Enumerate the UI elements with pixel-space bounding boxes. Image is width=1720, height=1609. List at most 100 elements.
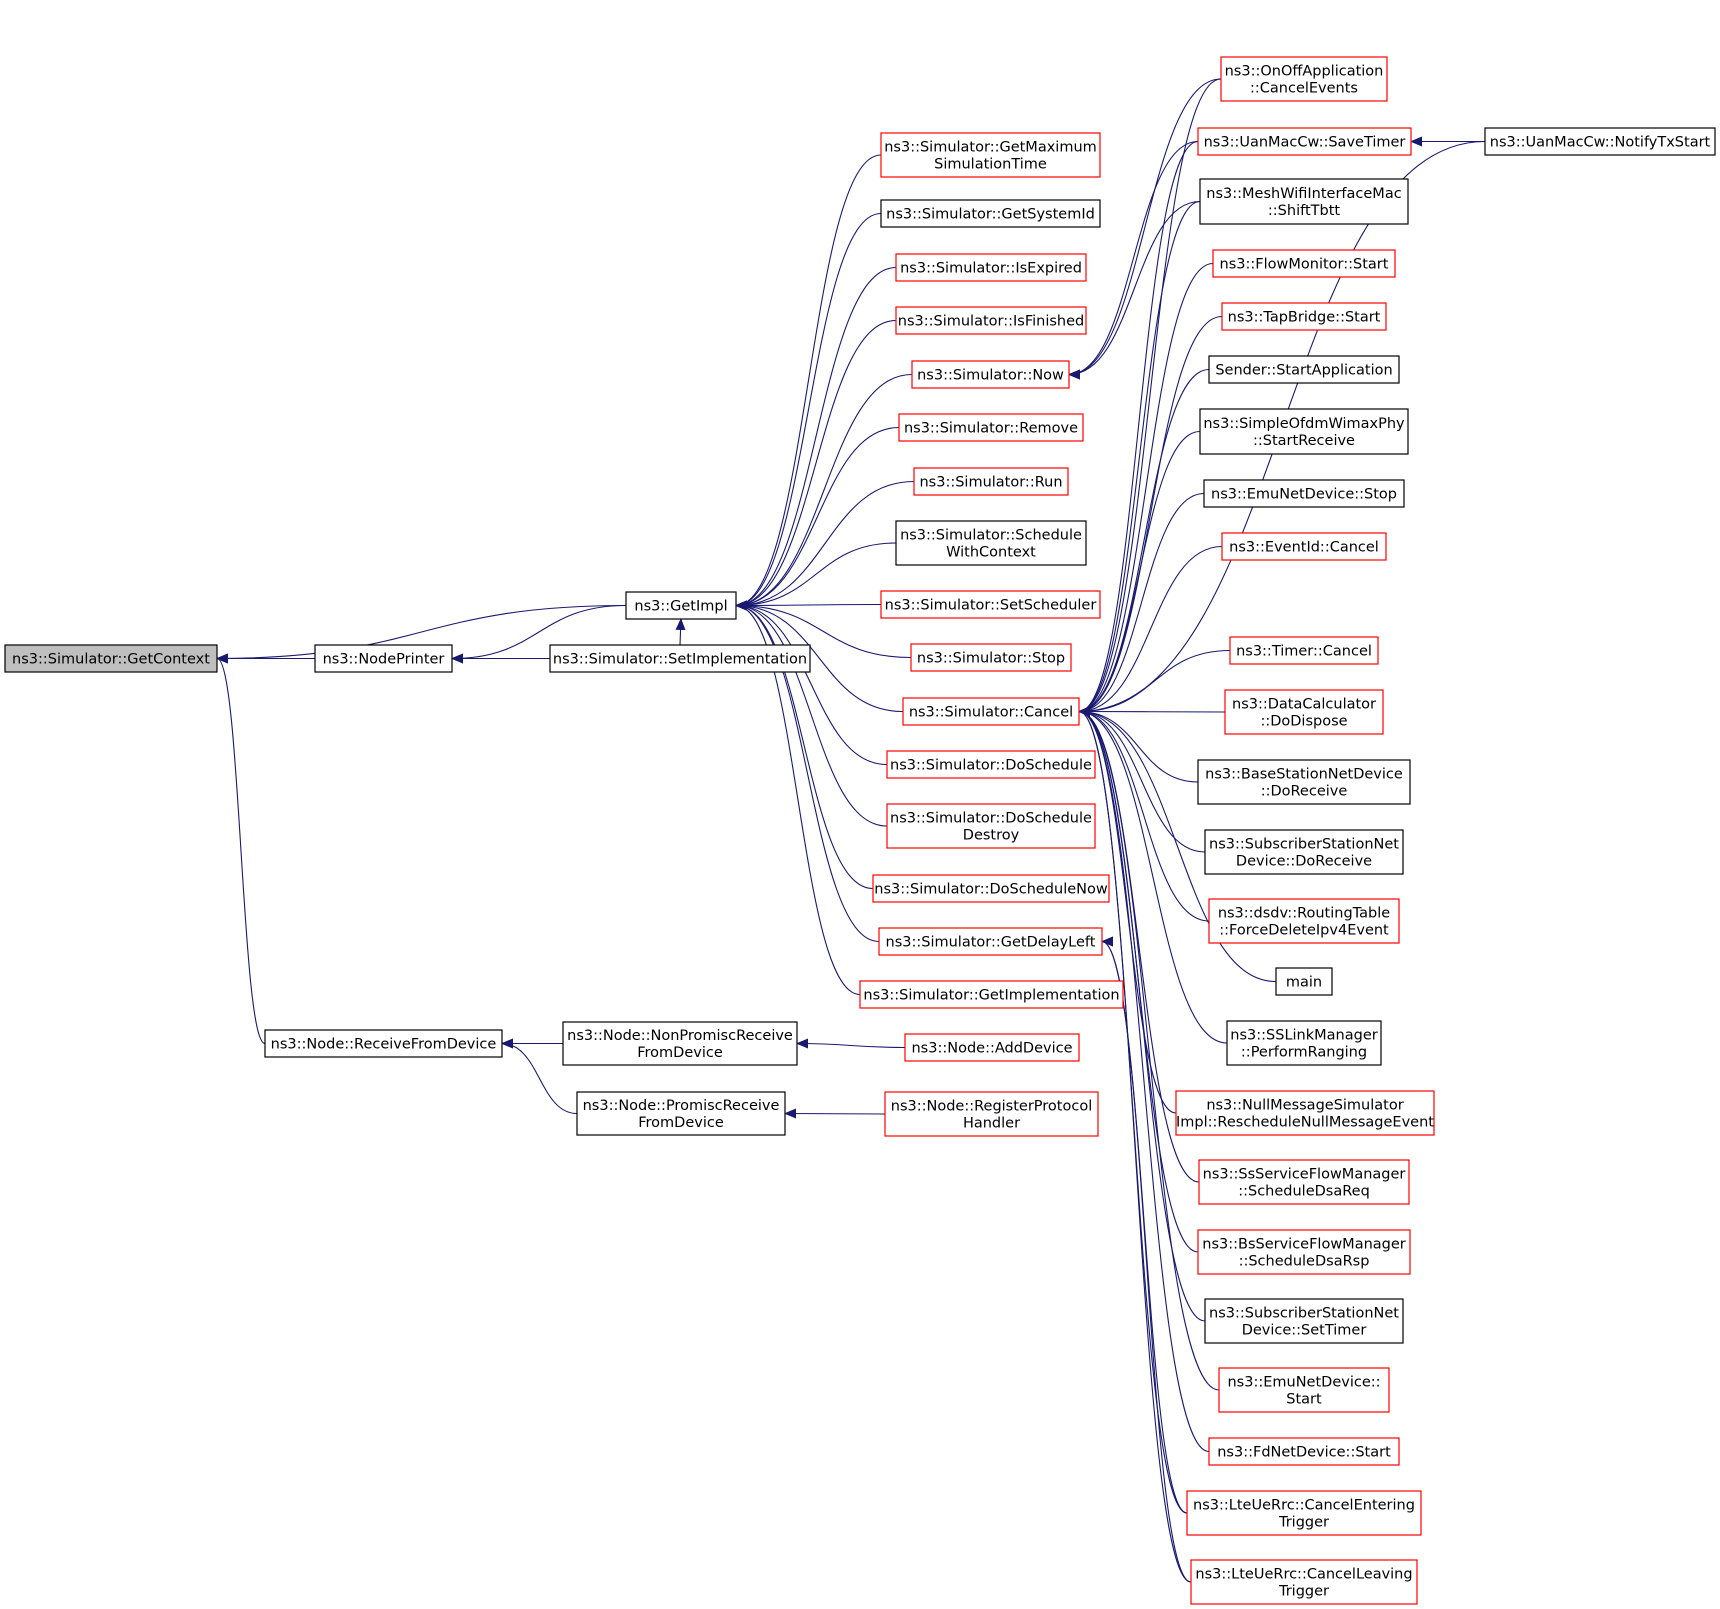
node-main[interactable]: main [1275,967,1333,996]
node-label-promiscreceive-0: ns3::Node::PromiscReceive [583,1098,780,1114]
node-bsservice[interactable]: ns3::BsServiceFlowManager::ScheduleDsaRs… [1197,1229,1411,1275]
node-label-sender-0: Sender::StartApplication [1215,363,1392,379]
edge-remove-to-getimpl [735,426,900,611]
node-sender[interactable]: Sender::StartApplication [1208,355,1400,384]
node-box-bsservice [1197,1229,1411,1275]
node-label-nullmsg-0: ns3::NullMessageSimulator [1206,1098,1403,1114]
node-doschedulenow[interactable]: ns3::Simulator::DoScheduleNow [872,874,1110,903]
node-label-getmaximum-0: ns3::Simulator::GetMaximum [884,140,1097,156]
node-eventid[interactable]: ns3::EventId::Cancel [1221,532,1387,561]
node-savetimer[interactable]: ns3::UanMacCw::SaveTimer [1197,127,1412,156]
node-label-setscheduler-0: ns3::Simulator::SetScheduler [885,598,1097,614]
node-subscriberrecv[interactable]: ns3::SubscriberStationNetDevice::DoRecei… [1204,829,1404,875]
node-timer[interactable]: ns3::Timer::Cancel [1229,636,1379,665]
edge-receivefromdevice-to-getcontext [216,653,266,1045]
node-box-getsystemid [880,199,1101,228]
node-box-now [911,360,1070,389]
node-sslink[interactable]: ns3::SSLinkManager::PerformRanging [1226,1020,1382,1066]
node-setscheduler[interactable]: ns3::Simulator::SetScheduler [880,590,1101,619]
node-remove[interactable]: ns3::Simulator::Remove [898,413,1084,442]
edge-dsdv-to-cancel [1078,706,1210,922]
node-subscribertimer[interactable]: ns3::SubscriberStationNetDevice::SetTime… [1204,1298,1404,1344]
edge-adddevice-to-nonpromiscreceive [796,1038,906,1049]
node-label-datacalc-1: ::DoDispose [1260,714,1347,730]
node-cancel[interactable]: ns3::Simulator::Cancel [902,697,1080,726]
edge-lteleaving-to-getdelayleft [1101,936,1192,1583]
node-getsystemid[interactable]: ns3::Simulator::GetSystemId [880,199,1101,228]
node-receivefromdevice[interactable]: ns3::Node::ReceiveFromDevice [264,1029,503,1058]
edge-main-to-cancel [1078,706,1277,983]
node-label-bsservice-1: ::ScheduleDsaRsp [1239,1254,1370,1270]
node-box-lteentering [1186,1490,1422,1536]
node-nullmsg[interactable]: ns3::NullMessageSimulatorImpl::Reschedul… [1175,1090,1435,1136]
node-setimplementation[interactable]: ns3::Simulator::SetImplementation [549,644,811,673]
node-box-fdstart [1208,1437,1400,1466]
node-isexpired[interactable]: ns3::Simulator::IsExpired [895,253,1087,282]
edge-savetimer-to-cancel [1078,140,1199,717]
edge-shifttbtt-to-cancel [1078,200,1201,717]
node-shifttbtt[interactable]: ns3::MeshWifiInterfaceMac::ShiftTbtt [1199,178,1409,225]
node-label-isexpired-0: ns3::Simulator::IsExpired [900,261,1082,277]
node-datacalc[interactable]: ns3::DataCalculator::DoDispose [1224,689,1384,735]
node-box-datacalc [1224,689,1384,735]
node-label-getsystemid-0: ns3::Simulator::GetSystemId [886,207,1095,223]
node-now[interactable]: ns3::Simulator::Now [911,360,1070,389]
node-basestation[interactable]: ns3::BaseStationNetDevice::DoReceive [1197,759,1411,805]
node-simpleofdm[interactable]: ns3::SimpleOfdmWimaxPhy::StartReceive [1199,408,1409,455]
node-label-ssservice-0: ns3::SsServiceFlowManager [1203,1167,1406,1183]
node-emustart[interactable]: ns3::EmuNetDevice::Start [1218,1367,1390,1413]
edge-run-to-getimpl [735,480,915,611]
edge-now-to-getimpl [735,373,913,611]
node-flowmonitor[interactable]: ns3::FlowMonitor::Start [1212,249,1396,278]
node-getdelayleft[interactable]: ns3::Simulator::GetDelayLeft [878,927,1103,956]
node-adddevice[interactable]: ns3::Node::AddDevice [904,1033,1080,1062]
node-label-doschedulenow-0: ns3::Simulator::DoScheduleNow [874,882,1108,898]
node-box-nullmsg [1175,1090,1435,1136]
node-getimpl[interactable]: ns3::GetImpl [625,591,737,620]
edge-getimpl-to-getcontext [216,604,627,664]
edge-flowmonitor-to-cancel [1078,262,1214,717]
node-box-nonpromiscreceive [562,1021,798,1066]
node-dsdv[interactable]: ns3::dsdv::RoutingTable::ForceDeleteIpv4… [1208,898,1400,944]
node-label-stop-0: ns3::Simulator::Stop [917,651,1065,667]
edge-setimplementation-to-getimpl [675,618,686,646]
edge-getmaximum-to-getimpl [735,154,882,611]
node-label-lteleaving-1: Trigger [1278,1584,1329,1600]
node-label-promiscreceive-1: FromDevice [638,1115,724,1131]
node-doschedule[interactable]: ns3::Simulator::DoSchedule [886,750,1096,779]
node-onoff[interactable]: ns3::OnOffApplication::CancelEvents [1220,56,1388,102]
node-label-receivefromdevice-0: ns3::Node::ReceiveFromDevice [271,1037,497,1053]
node-label-nullmsg-1: Impl::RescheduleNullMessageEvent [1176,1115,1434,1131]
node-emustop[interactable]: ns3::EmuNetDevice::Stop [1203,479,1405,508]
node-label-flowmonitor-0: ns3::FlowMonitor::Start [1220,257,1389,273]
node-label-savetimer-0: ns3::UanMacCw::SaveTimer [1204,135,1406,151]
node-tapbridge[interactable]: ns3::TapBridge::Start [1221,302,1387,331]
node-isfinished[interactable]: ns3::Simulator::IsFinished [895,306,1087,335]
node-label-simpleofdm-1: ::StartReceive [1253,433,1355,449]
node-label-doschedule-0: ns3::Simulator::DoSchedule [890,758,1092,774]
node-getcontext[interactable]: ns3::Simulator::GetContext [4,644,218,673]
node-fdstart[interactable]: ns3::FdNetDevice::Start [1208,1437,1400,1466]
node-box-doscheduledestroy [886,803,1096,849]
node-ssservice[interactable]: ns3::SsServiceFlowManager::ScheduleDsaRe… [1198,1159,1410,1205]
node-label-doscheduledestroy-0: ns3::Simulator::DoSchedule [890,811,1092,827]
node-run[interactable]: ns3::Simulator::Run [913,467,1069,496]
node-label-sslink-0: ns3::SSLinkManager [1230,1028,1377,1044]
node-notifytxstart[interactable]: ns3::UanMacCw::NotifyTxStart [1484,127,1716,156]
node-nodeprinter[interactable]: ns3::NodePrinter [314,644,453,673]
edge-datacalc-to-cancel [1078,706,1226,717]
node-box-run [913,467,1069,496]
node-getimplementation[interactable]: ns3::Simulator::GetImplementation [859,980,1124,1009]
node-box-getcontext [4,644,218,673]
node-label-onoff-1: ::CancelEvents [1250,81,1358,97]
node-box-flowmonitor [1212,249,1396,278]
node-stop[interactable]: ns3::Simulator::Stop [910,643,1072,672]
